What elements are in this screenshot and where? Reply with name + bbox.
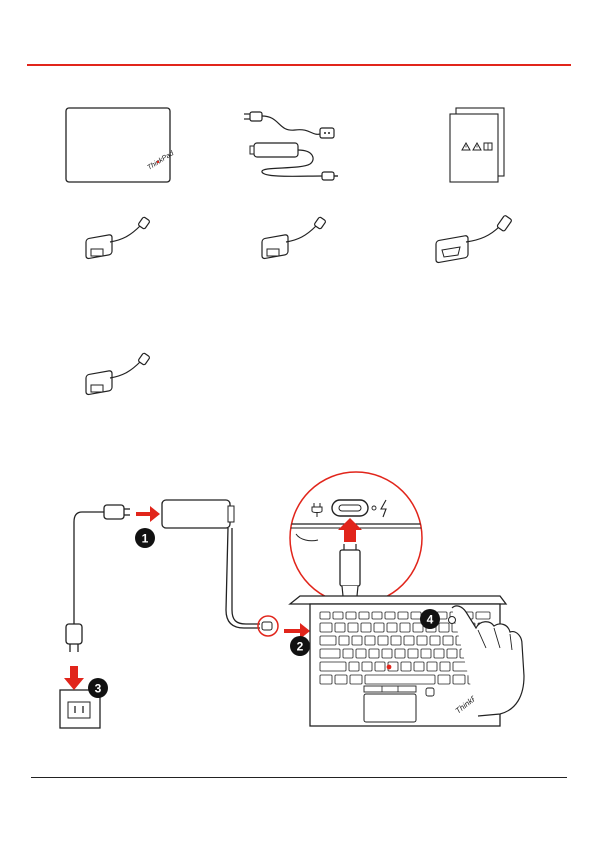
usb-c-to-hdmi-adapter-icon	[430, 212, 520, 270]
setup-illustration: 1 2 3	[0, 470, 596, 740]
usb-c-port-callout	[286, 472, 426, 606]
trackpoint-icon	[387, 665, 392, 670]
arrow-down-icon	[64, 666, 84, 690]
header-rule	[27, 64, 571, 66]
usb-c-to-rj45-adapter-icon	[256, 214, 336, 266]
step-number-4: 4	[427, 613, 434, 627]
power-cord-icon	[66, 505, 130, 652]
usb-c-to-ethernet-adapter-icon	[80, 214, 160, 266]
step-number-3: 3	[95, 682, 102, 696]
arrow-right-icon	[136, 506, 160, 522]
footer-rule	[31, 777, 567, 778]
power-button-icon	[449, 617, 456, 624]
documentation-icon	[440, 104, 510, 186]
ac-power-adapter-icon	[240, 100, 350, 188]
step-number-2: 2	[297, 640, 304, 654]
logo-dot-icon	[157, 161, 159, 163]
laptop-icon: ThinkPad	[60, 104, 176, 186]
step-number-1: 1	[142, 532, 149, 546]
power-adapter-icon	[162, 500, 260, 628]
usb-c-adapter-icon	[80, 350, 160, 402]
